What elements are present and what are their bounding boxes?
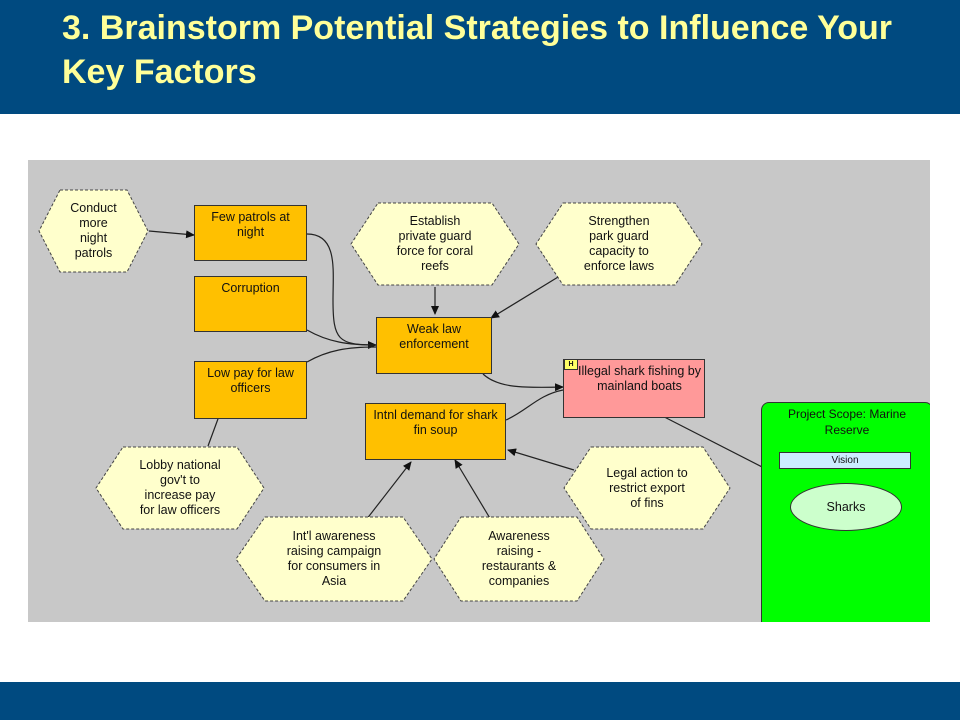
link-legal-to-intnl — [507, 448, 575, 471]
hexagon-shape — [95, 446, 265, 530]
link-conduct-to-patrols — [148, 230, 195, 239]
link-strengthen-to-weaklaw — [490, 273, 564, 319]
factor-few-patrols: Few patrols at night — [194, 205, 307, 261]
factor-weak-law-enforcement: Weak law enforcement — [376, 317, 492, 374]
factor-corruption: Corruption — [194, 276, 307, 332]
strategy-intl-awareness-campaign: Int'l awareness raising campaign for con… — [235, 516, 433, 602]
threat-illegal-shark-fishing: Illegal shark fishing by mainland boats — [563, 359, 705, 418]
strategy-label: Lobby national gov't to increase pay for… — [139, 458, 221, 517]
strategy-lobby-government: Lobby national gov't to increase pay for… — [95, 446, 265, 530]
link-corruption-to-weaklaw — [306, 329, 377, 346]
footer-bar — [0, 682, 960, 720]
hexagon-shape — [535, 202, 703, 286]
strategy-awareness-restaurants: Awareness raising - restaurants & compan… — [433, 516, 605, 602]
project-scope-title: Project Scope: Marine Reserve — [787, 407, 907, 437]
strategy-legal-action: Legal action to restrict export of fins — [563, 446, 731, 530]
link-restaurants-to-intnl — [454, 459, 492, 521]
strategy-private-guard-force: Establish private guard force for coral … — [350, 202, 520, 286]
link-patrols-to-weaklaw — [306, 233, 377, 349]
link-weaklaw-to-threat — [482, 373, 564, 392]
strategy-strengthen-park-guard: Strengthen park guard capacity to enforc… — [535, 202, 703, 286]
hexagon-shape — [38, 189, 149, 273]
title-bar: 3. Brainstorm Potential Strategies to In… — [0, 0, 960, 114]
hexagon-shape — [350, 202, 520, 286]
hexagon-shape — [563, 446, 731, 530]
project-scope-panel: Project Scope: Marine Reserve Vision Sha… — [761, 402, 930, 622]
strategy-label: Awareness raising - restaurants & compan… — [481, 529, 557, 588]
factor-low-pay: Low pay for law officers — [194, 361, 307, 419]
link-lowpay-to-weaklaw — [306, 346, 377, 363]
strategy-label: Establish private guard force for coral … — [396, 214, 474, 273]
diagram-canvas: Conduct more night patrols Establish pri… — [28, 160, 930, 622]
vision-box: Vision — [779, 452, 911, 469]
link-intl-awareness-to-intnl — [365, 461, 412, 521]
strategy-label: Strengthen park guard capacity to enforc… — [583, 214, 655, 273]
target-sharks: Sharks — [790, 483, 902, 531]
threat-rating-badge: H — [564, 359, 578, 370]
strategy-label: Legal action to restrict export of fins — [606, 465, 688, 510]
hexagon-shape — [433, 516, 605, 602]
strategy-label: Conduct more night patrols — [70, 201, 117, 260]
factor-intnl-demand: Intnl demand for shark fin soup — [365, 403, 506, 460]
slide-title: 3. Brainstorm Potential Strategies to In… — [62, 9, 893, 91]
strategy-label: Int'l awareness raising campaign for con… — [286, 529, 382, 588]
strategy-conduct-night-patrols: Conduct more night patrols — [38, 189, 149, 273]
link-intnl-to-threat — [505, 389, 564, 421]
hexagon-shape — [235, 516, 433, 602]
